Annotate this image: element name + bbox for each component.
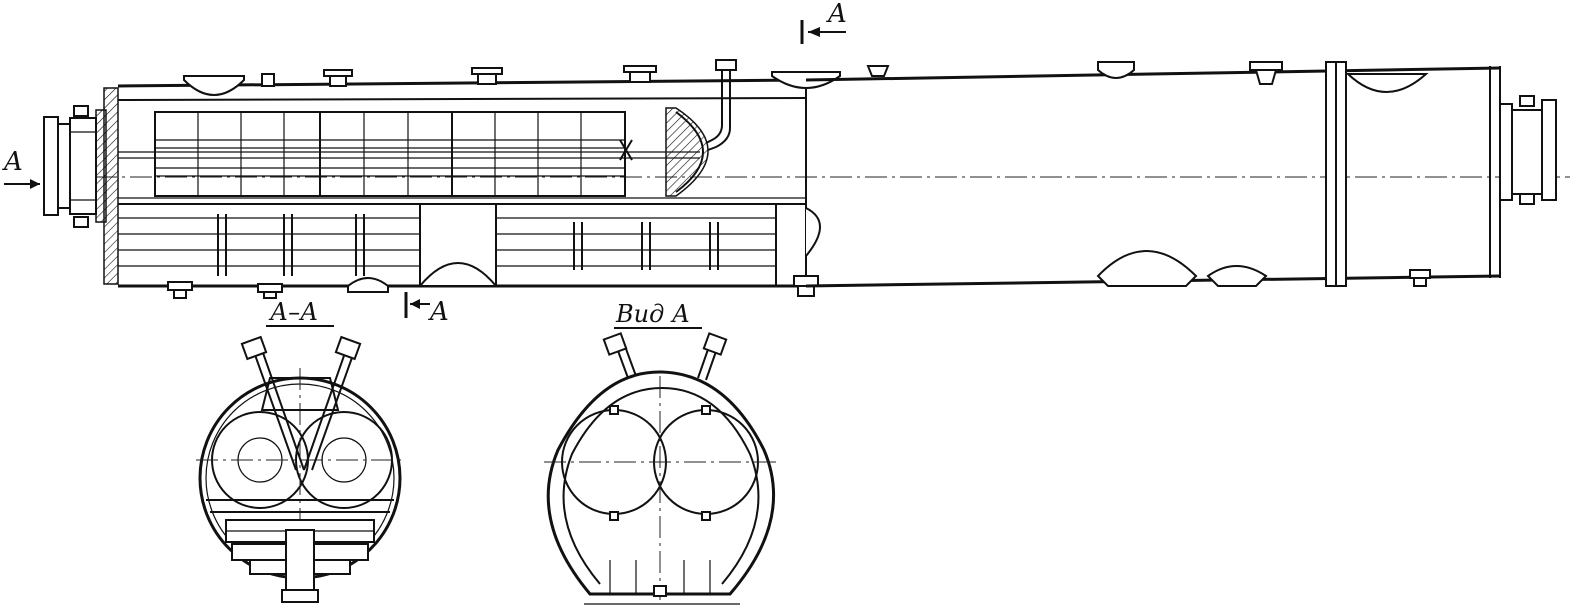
lower-chamber (118, 203, 821, 299)
section-a-a: А–А (196, 298, 404, 603)
left-end-plate (103, 87, 119, 285)
instrument-pipe (705, 59, 737, 151)
inner-dished-head (665, 107, 709, 197)
inlet-arrow-label: A (2, 147, 23, 177)
rods (217, 214, 719, 276)
inlet-nozzle (43, 105, 107, 228)
section-title: А–А (268, 298, 318, 326)
section-mark-top-label: A (826, 0, 847, 29)
section-mark-top: A (800, 0, 847, 44)
left-shell (117, 78, 807, 288)
view-title: Вид А (615, 300, 690, 328)
right-shell (805, 61, 1501, 288)
section-mark-bottom-label: A (428, 297, 449, 327)
tube-bundle (118, 111, 700, 197)
view-a: Вид А (544, 300, 780, 605)
section-mark-bottom: A (404, 292, 449, 327)
side-elevation: A A A (2, 0, 1570, 327)
top-nozzles-left (183, 65, 890, 96)
outlet-nozzle (1499, 95, 1557, 205)
inlet-flow-arrow: A (2, 147, 40, 189)
